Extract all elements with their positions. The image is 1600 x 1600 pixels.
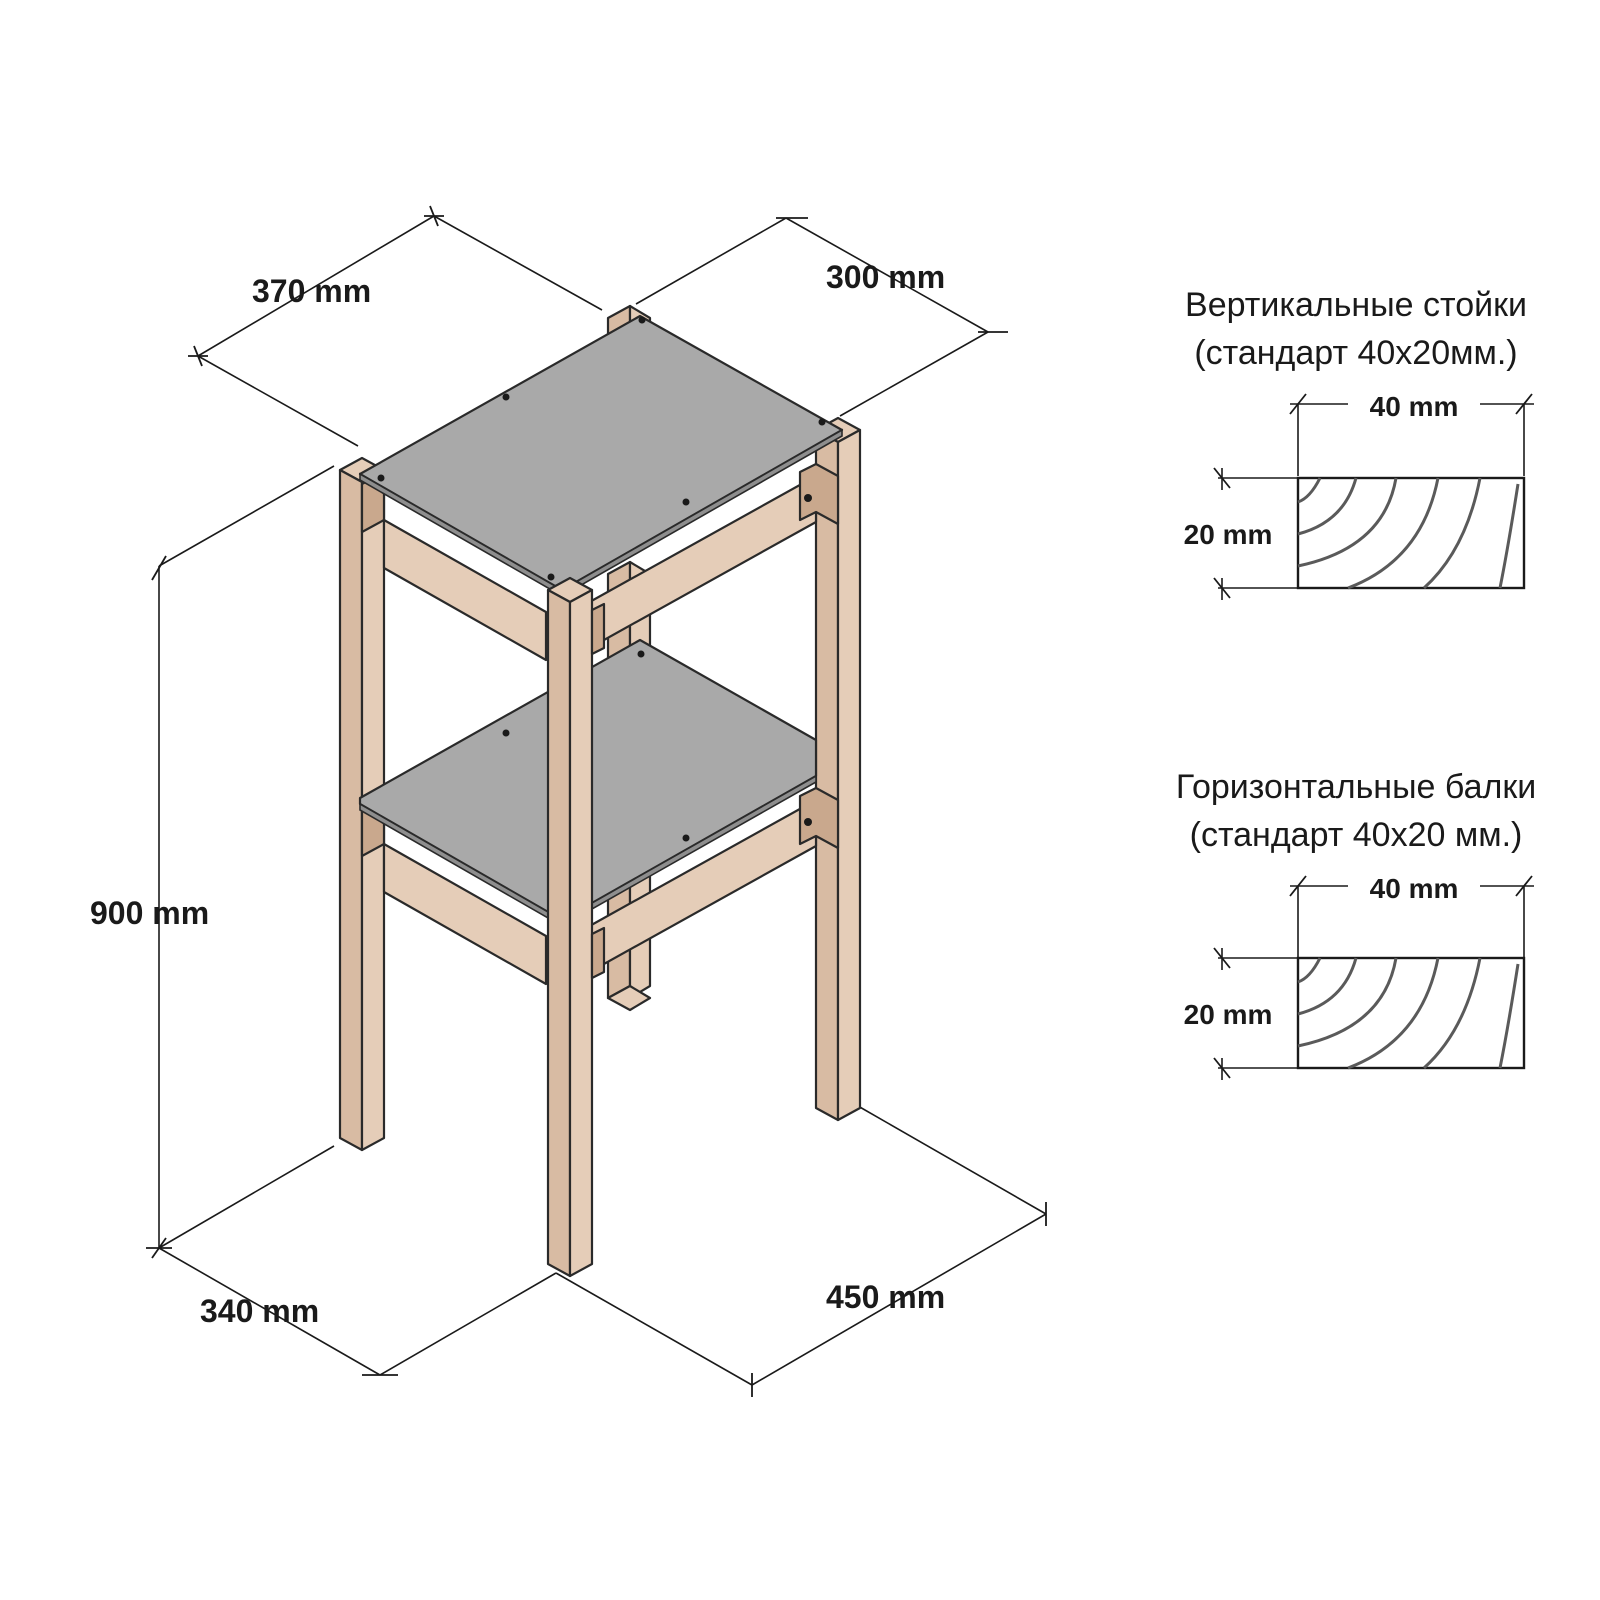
lower-rails [360, 786, 840, 986]
legend-vertical-title: Вертикальные стойки [1185, 286, 1527, 324]
upper-shelf [358, 314, 844, 598]
legend-vertical-width: 40 mm [1370, 391, 1459, 422]
legend-vertical-subtitle: (стандарт 40x20мм.) [1194, 334, 1517, 372]
dim-base-width: 450 mm [826, 1279, 945, 1315]
dim-height: 900 mm [90, 895, 209, 931]
dim-base-depth: 340 mm [200, 1293, 319, 1329]
leg-front [546, 576, 606, 1278]
legend-horizontal-height: 20 mm [1184, 999, 1273, 1030]
legend-horizontal-width: 40 mm [1370, 873, 1459, 904]
legend-horizontal-subtitle: (стандарт 40x20 мм.) [1190, 816, 1523, 854]
legend-horizontal: Горизонтальные балки (стандарт 40x20 мм.… [1176, 768, 1536, 1080]
dimension-lines [146, 205, 1047, 1397]
horizontal-cross-section [1296, 956, 1526, 1070]
legend-vertical: Вертикальные стойки (стандарт 40x20мм.) … [1184, 286, 1534, 600]
dim-top-depth: 300 mm [826, 259, 945, 295]
legend-vertical-height: 20 mm [1184, 519, 1273, 550]
dim-top-width: 370 mm [252, 273, 371, 309]
vertical-cross-section [1296, 476, 1526, 590]
legend-horizontal-title: Горизонтальные балки [1176, 768, 1536, 806]
shelf-unit [338, 304, 862, 1278]
upper-rails [360, 462, 840, 662]
